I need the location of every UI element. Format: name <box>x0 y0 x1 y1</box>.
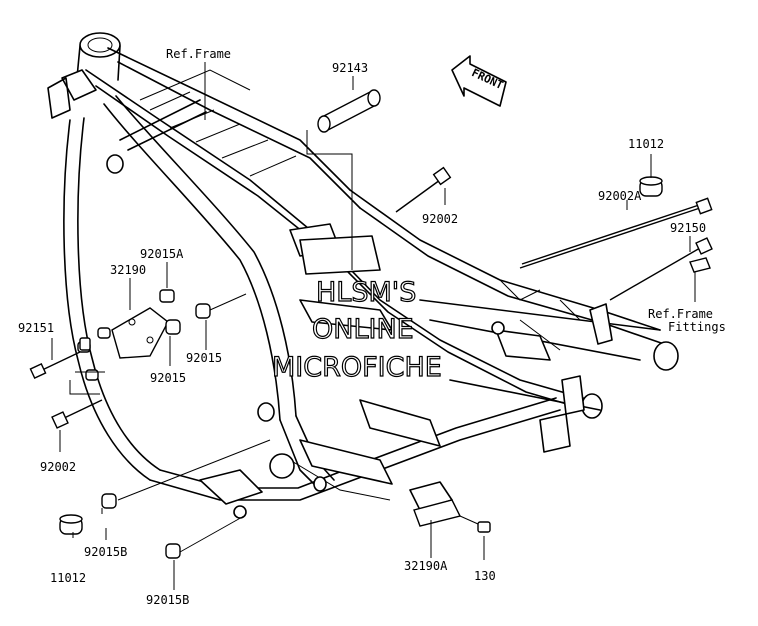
front-arrow-icon: FRONT <box>451 55 507 107</box>
part-labels: Ref.Frame 92143 11012 92002A 92002 92150… <box>18 47 726 607</box>
nut-92015b-upper <box>101 493 117 509</box>
label-92002-mid: 92002 <box>422 212 458 226</box>
label-ref-frame: Ref.Frame <box>166 47 231 61</box>
bolt-92151 <box>29 351 81 379</box>
bolt-92002a <box>519 197 713 269</box>
label-92143: 92143 <box>332 61 368 75</box>
nut-92015 <box>165 303 211 335</box>
label-ref-frame-fittings-2: Fittings <box>668 320 726 334</box>
nut-92015b-lower <box>165 543 181 559</box>
motorcycle-frame <box>47 32 679 519</box>
spacers-left <box>77 327 111 381</box>
label-92150: 92150 <box>670 221 706 235</box>
label-92002-left: 92002 <box>40 460 76 474</box>
label-32190a: 32190A <box>404 559 448 573</box>
label-ref-frame-fittings-1: Ref.Frame <box>648 307 713 321</box>
bracket-32190 <box>111 307 169 359</box>
label-92015a: 92015A <box>140 247 184 261</box>
watermark-line-2: ONLINE <box>312 314 414 345</box>
label-130: 130 <box>474 569 496 583</box>
label-92015b-lower: 92015B <box>146 593 189 607</box>
nut-92015a <box>159 289 175 303</box>
bolt-130 <box>477 521 491 533</box>
label-92015-b: 92015 <box>150 371 186 385</box>
watermark-line-1: HLSM'S <box>316 277 416 308</box>
bolt-92002-left <box>51 399 103 429</box>
label-11012-bottom: 11012 <box>50 571 86 585</box>
label-92151: 92151 <box>18 321 54 335</box>
plug-11012-bottom <box>59 514 83 535</box>
leader-lines <box>51 62 696 590</box>
label-92002a: 92002A <box>598 189 642 203</box>
label-11012-top: 11012 <box>628 137 664 151</box>
label-92015b-upper: 92015B <box>84 545 127 559</box>
collar-92143 <box>317 89 381 133</box>
bolt-92002-mid <box>395 166 452 213</box>
bolt-92150 <box>609 237 713 301</box>
watermark-line-3: MICROFICHE <box>272 352 442 383</box>
label-32190: 32190 <box>110 263 146 277</box>
label-92015-a: 92015 <box>186 351 222 365</box>
watermark: HLSM'S ONLINE MICROFICHE <box>271 276 442 383</box>
plug-11012-top <box>639 176 663 197</box>
